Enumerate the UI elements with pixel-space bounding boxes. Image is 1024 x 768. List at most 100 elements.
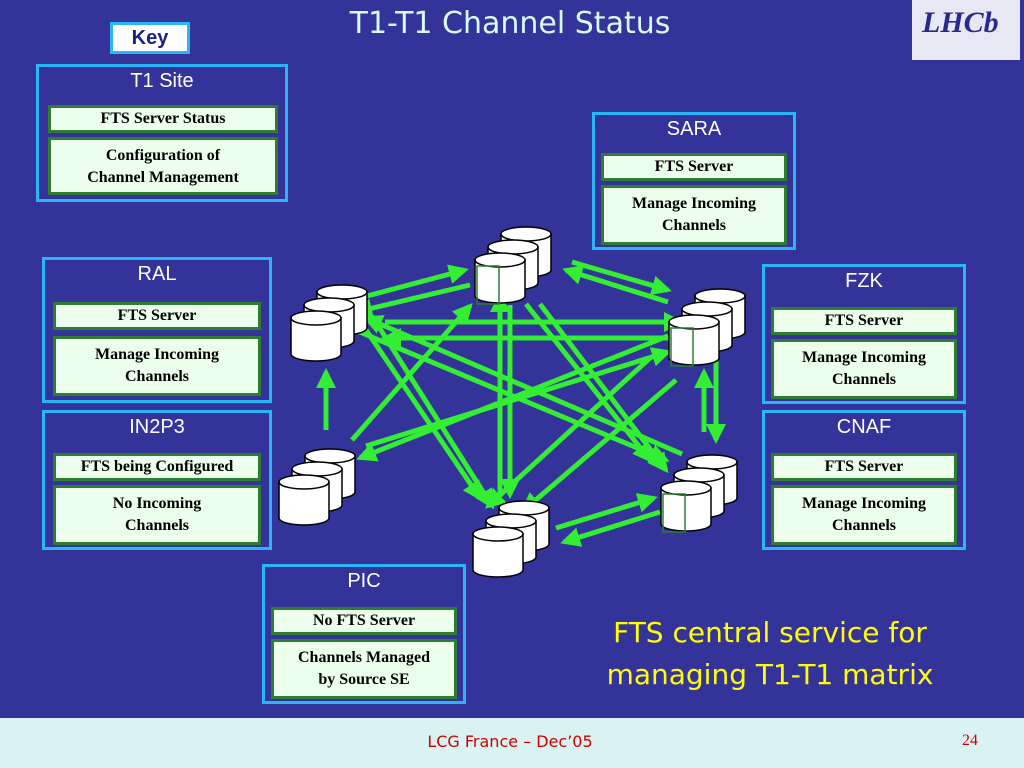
- site-channel-line2: Channels: [831, 517, 897, 534]
- site-channel-management: Manage Incoming Channels: [53, 336, 261, 396]
- legend-server-status: FTS Server Status: [48, 105, 278, 133]
- legend-channel-line2: Channel Management: [87, 169, 239, 186]
- site-box-fzk: FZK FTS Server Manage Incoming Channels: [762, 264, 966, 404]
- site-server-text: FTS Server: [117, 307, 197, 324]
- disk-top: [686, 454, 738, 470]
- disk-body: [278, 481, 330, 526]
- site-channel-management: No Incoming Channels: [53, 485, 261, 545]
- tagline-line1: FTS central service for: [613, 616, 927, 649]
- disk-top: [290, 310, 342, 326]
- disk-top: [694, 288, 746, 304]
- disk-top: [304, 448, 356, 464]
- disk-top: [278, 474, 330, 490]
- site-box-sara: SARA FTS Server Manage Incoming Channels: [592, 112, 796, 250]
- logo-text: LHCb: [922, 6, 999, 39]
- disk-body: [472, 533, 524, 578]
- disk-top: [681, 301, 733, 317]
- key-label: Key: [110, 22, 190, 54]
- channel-arrow: [350, 302, 473, 442]
- channel-arrow: [520, 378, 678, 513]
- site-server-status: FTS Server: [771, 307, 957, 335]
- channel-arrow: [524, 302, 653, 464]
- channel-arrow: [369, 314, 495, 510]
- site-server-status: FTS Server: [53, 302, 261, 330]
- highlight-marker: [670, 327, 694, 367]
- site-server-status: FTS Server: [601, 153, 787, 181]
- site-server-text: FTS Server: [654, 158, 734, 175]
- footer-text: LCG France – Dec’05: [427, 732, 593, 751]
- site-channel-line2: Channels: [661, 217, 727, 234]
- disk-top: [500, 226, 552, 242]
- disk-top: [487, 239, 539, 255]
- site-channel-management: Manage Incoming Channels: [601, 185, 787, 245]
- channel-arrow: [356, 333, 669, 462]
- site-server-text: FTS Server: [824, 458, 904, 475]
- channel-arrow: [365, 347, 672, 449]
- channel-arrow: [352, 282, 471, 319]
- legend-channel-config: Configuration of Channel Management: [48, 137, 278, 195]
- site-channel-line1: Manage Incoming: [802, 495, 926, 512]
- disk-body: [290, 317, 342, 362]
- storage-stack-pic: [472, 500, 550, 578]
- disk-top: [485, 513, 537, 529]
- disk-top: [472, 526, 524, 542]
- disk-top: [316, 284, 368, 300]
- site-name: IN2P3: [129, 416, 185, 438]
- lhcb-logo: LHCb: [912, 0, 1020, 60]
- channel-arrow: [555, 493, 658, 531]
- site-channel-line1: No Incoming: [112, 495, 202, 512]
- channel-arrow: [560, 509, 661, 547]
- site-name: RAL: [137, 263, 177, 285]
- site-box-pic: PIC No FTS Server Channels Managed by So…: [262, 564, 466, 704]
- site-box-cnaf: CNAF FTS Server Manage Incoming Channels: [762, 410, 966, 550]
- tagline-line2: managing T1-T1 matrix: [606, 658, 934, 691]
- site-channel-line2: by Source SE: [318, 671, 410, 688]
- storage-stacks: [278, 226, 746, 578]
- site-channel-management: Channels Managed by Source SE: [271, 639, 457, 699]
- site-name: CNAF: [836, 416, 892, 438]
- legend-server-text: FTS Server Status: [100, 110, 226, 127]
- channel-network-diagram: [278, 226, 746, 578]
- disk-top: [474, 252, 526, 268]
- disk-top: [291, 461, 343, 477]
- slide-title: T1-T1 Channel Status: [349, 6, 671, 41]
- tagline: FTS central service for managing T1-T1 m…: [560, 612, 980, 696]
- channel-arrow: [351, 264, 469, 303]
- site-channel-line2: Channels: [124, 517, 190, 534]
- site-channel-line1: Channels Managed: [297, 649, 431, 666]
- site-server-status: FTS being Configured: [53, 453, 261, 481]
- channel-arrow: [571, 259, 672, 296]
- storage-stack-fzk: [668, 288, 746, 367]
- highlight-marker: [476, 265, 500, 305]
- site-server-status: FTS Server: [771, 453, 957, 481]
- site-server-text: FTS being Configured: [80, 458, 234, 475]
- disk-top: [303, 297, 355, 313]
- storage-stack-in2p3: [278, 448, 356, 526]
- channel-arrow: [538, 302, 669, 474]
- channel-arrow: [562, 265, 669, 305]
- legend-title: T1 Site: [130, 70, 194, 92]
- site-channel-line1: Manage Incoming: [95, 346, 219, 363]
- channel-arrow: [485, 356, 652, 509]
- site-box-ral: RAL FTS Server Manage Incoming Channels: [42, 257, 272, 403]
- site-channel-line1: Manage Incoming: [632, 195, 756, 212]
- site-name: SARA: [666, 118, 722, 140]
- footer: LCG France – Dec’05 24: [0, 718, 1024, 768]
- disk-top: [668, 314, 720, 330]
- site-channel-management: Manage Incoming Channels: [771, 485, 957, 545]
- storage-stack-cnaf: [660, 454, 738, 533]
- storage-stack-ral: [290, 284, 368, 362]
- site-channel-line1: Manage Incoming: [802, 349, 926, 366]
- slide: T1-T1 Channel Status LHCb Key T1 Site FT…: [36, 0, 1020, 704]
- site-channel-line2: Channels: [124, 368, 190, 385]
- site-box-in2p3: IN2P3 FTS being Configured No Incoming C…: [42, 410, 272, 550]
- site-server-text: FTS Server: [824, 312, 904, 329]
- legend-channel-line1: Configuration of: [105, 147, 221, 164]
- storage-stack-sara: [474, 226, 552, 305]
- legend-box: T1 Site FTS Server Status Configuration …: [36, 64, 288, 202]
- disk-top: [673, 467, 725, 483]
- site-channel-line2: Channels: [831, 371, 897, 388]
- channel-arrow: [359, 322, 483, 502]
- highlight-marker: [662, 493, 686, 533]
- site-name: FZK: [845, 270, 883, 292]
